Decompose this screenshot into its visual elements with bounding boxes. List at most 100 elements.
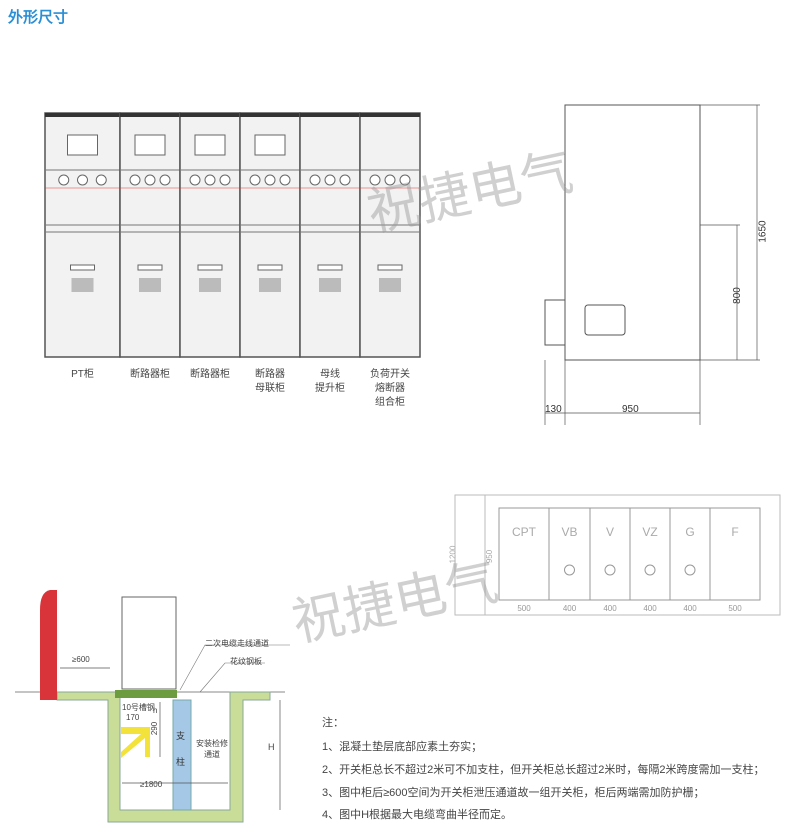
- knob: [159, 174, 171, 186]
- cable-hole: [684, 564, 696, 576]
- plan-cell: [548, 507, 591, 601]
- knob: [204, 174, 216, 186]
- knob: [279, 174, 291, 186]
- nameplate: [317, 264, 343, 271]
- cable-bracket: [544, 299, 566, 346]
- plan-cell-name: G: [685, 525, 695, 539]
- plan-cell: [629, 507, 671, 601]
- knob: [129, 174, 141, 186]
- support-column: [172, 699, 192, 811]
- vent-grille: [319, 278, 341, 292]
- leader-line: [199, 662, 265, 693]
- front-view: [44, 112, 421, 358]
- pit-width-label: ≥1800: [140, 780, 163, 789]
- plan-cell-name: CPT: [512, 525, 536, 539]
- note-4: 4、图中H根据最大电缆弯曲半径而定。: [322, 809, 513, 821]
- knob: [369, 174, 381, 186]
- display-screen: [67, 134, 98, 156]
- cabinet: [299, 112, 361, 358]
- knob: [189, 174, 201, 186]
- cabinet-label: PT柜: [71, 369, 94, 380]
- knob: [309, 174, 321, 186]
- side-window: [584, 304, 626, 336]
- plan-outer: [454, 494, 781, 616]
- knob: [58, 174, 70, 186]
- note-2: 2、开关柜总长不超过2米可不加支柱，但开关柜总长超过2米时，每隔2米跨度需加一支…: [322, 764, 765, 776]
- knob: [77, 174, 88, 186]
- checker-plate-label: 花纹钢板: [230, 657, 262, 666]
- channel-steel: [115, 690, 177, 698]
- knob: [264, 174, 276, 186]
- cabinet-label: 断路器柜: [130, 369, 170, 380]
- cable-hole: [644, 564, 656, 576]
- knob: [95, 174, 107, 186]
- vent-grille: [199, 278, 221, 292]
- plan-cell-name: F: [731, 525, 739, 539]
- plan-cell-width: 500: [517, 604, 531, 613]
- note-3: 3、图中柜后≥600空间为开关柜泄压通道故一组开关柜，柜后两端需加防护栅；: [322, 787, 705, 799]
- plan-cell-width: 400: [683, 604, 697, 613]
- column-label: 支 柱: [176, 731, 186, 767]
- section-title: 外形尺寸: [8, 9, 69, 26]
- concrete-pit: [56, 691, 271, 823]
- bracket-height-label: 290: [150, 721, 160, 736]
- nameplate: [377, 264, 403, 271]
- channel-steel-label: 10号槽钢: [122, 703, 155, 712]
- cabinet-side: [121, 596, 177, 690]
- cabinet-header: [180, 113, 240, 117]
- cabinet-label: 负荷开关 熔断器 组合柜: [370, 369, 410, 408]
- nameplate: [257, 264, 283, 271]
- plan-cell-name: V: [605, 525, 614, 539]
- rear-clearance-label: ≥600: [72, 655, 90, 664]
- cable-hole: [564, 564, 575, 576]
- nameplate: [70, 264, 95, 271]
- dim-130: 130: [545, 404, 562, 415]
- cabinet-header: [300, 113, 360, 117]
- bracket-width-label: 170: [126, 713, 140, 722]
- cable-hole: [604, 564, 616, 576]
- knob: [249, 174, 261, 186]
- side-view: [544, 104, 760, 425]
- knob: [399, 174, 411, 186]
- cabinet-label: 断路器 母联柜: [255, 369, 285, 394]
- nameplate: [137, 264, 163, 271]
- knob: [144, 174, 156, 186]
- display-screen: [254, 134, 286, 156]
- plan-cell-width: 400: [562, 604, 577, 613]
- knob: [384, 174, 396, 186]
- knob: [339, 174, 351, 186]
- cabinet-header: [120, 113, 180, 117]
- plan-cell: [589, 507, 631, 601]
- cabinet-header: [45, 113, 120, 117]
- vent-grille: [71, 278, 94, 292]
- bracket: [121, 727, 150, 758]
- plan-view: [454, 494, 781, 616]
- display-screen: [194, 134, 226, 156]
- knob: [324, 174, 336, 186]
- note-1: 1、混凝土垫层底部应素土夯实；: [322, 741, 483, 753]
- cabinet: [359, 112, 421, 358]
- knob: [219, 174, 231, 186]
- cable-channel-label: 二次电缆走线通道: [205, 639, 269, 648]
- plan-cell: [709, 507, 761, 601]
- plan-cell-width: 500: [728, 604, 742, 613]
- h-label: h: [153, 706, 158, 715]
- maintenance-label: 安装检修 通道: [196, 739, 228, 759]
- dim-950: 950: [622, 404, 639, 415]
- cabinet-label: 母线 提升柜: [315, 369, 345, 394]
- cabinet-header: [360, 113, 420, 117]
- wall: [40, 590, 57, 700]
- plan-cell: [498, 507, 550, 601]
- plan-cell: [669, 507, 711, 601]
- vent-grille: [139, 278, 161, 292]
- display-screen: [134, 134, 166, 156]
- nameplate: [197, 264, 223, 271]
- cabinet-label: 断路器柜: [190, 369, 230, 380]
- vent-grille: [379, 278, 401, 292]
- plan-cell-name: VZ: [642, 525, 658, 539]
- plan-cell-width: 400: [603, 604, 617, 613]
- plan-cell-name: VB: [561, 525, 578, 539]
- cabinet-header: [240, 113, 300, 117]
